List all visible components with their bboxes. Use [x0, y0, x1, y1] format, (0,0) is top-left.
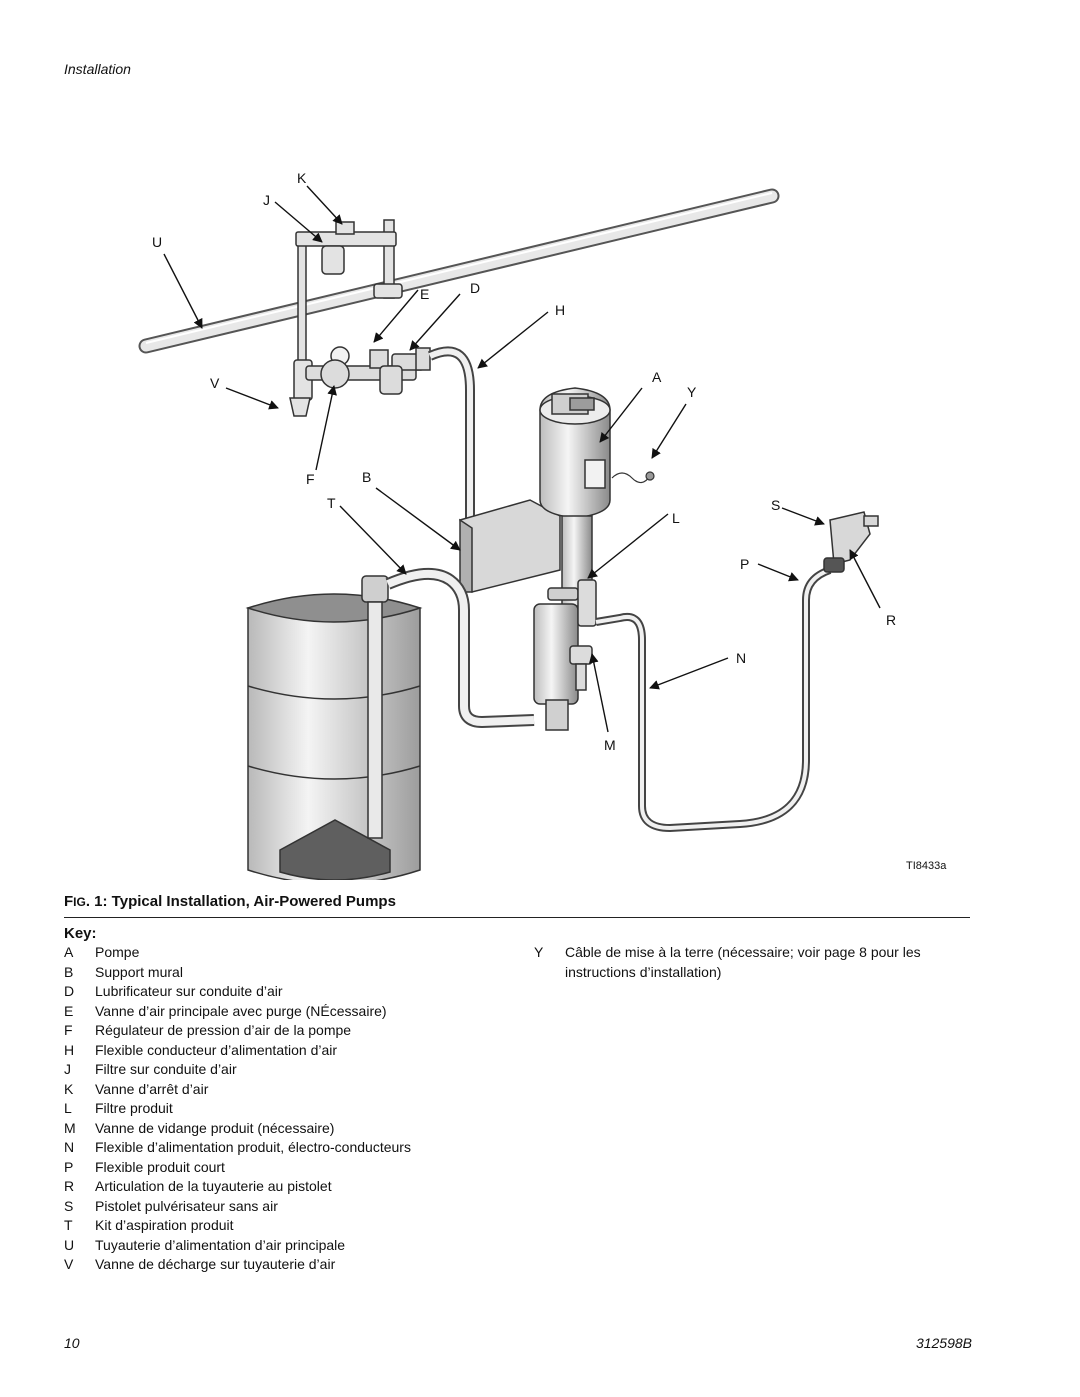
key-letter: S: [64, 1197, 74, 1214]
callout-p: P: [740, 556, 749, 572]
key-item: A Pompe: [64, 943, 504, 963]
key-letter: N: [64, 1139, 75, 1155]
key-letter: E: [64, 1002, 74, 1019]
key-item: B Support mural: [64, 963, 504, 983]
callout-r: R: [886, 612, 896, 628]
key-text: Vanne de décharge sur tuyauterie d’air: [95, 1256, 336, 1272]
regulator-assembly: [305, 346, 431, 395]
key-text: Kit d’aspiration produit: [95, 1217, 234, 1233]
spray-gun: [823, 511, 879, 573]
callout-a: A: [652, 369, 662, 385]
fluid-supply-hose: [595, 566, 832, 833]
key-text: Flexible conducteur d’alimentation d’air: [95, 1041, 338, 1058]
key-item: P Flexible produit court: [64, 1158, 504, 1178]
installation-diagram: K J U E D H V A Y F B T S L P R N M TI84…: [130, 160, 980, 880]
air-hose: [427, 346, 491, 545]
key-text: Vanne de vidange produit (nécessaire): [95, 1119, 335, 1136]
key-item: K Vanne d’arrêt d’air: [64, 1080, 504, 1100]
key-item: L Filtre produit: [64, 1099, 504, 1119]
key-text: Lubrificateur sur conduite d’air: [95, 983, 283, 999]
callout-m: M: [604, 737, 616, 753]
key-letter: A: [64, 944, 74, 960]
ground-cable: [611, 471, 655, 484]
key-item: S Pistolet pulvérisateur sans air: [64, 1197, 504, 1217]
key-letter: J: [64, 1061, 71, 1077]
key-letter: F: [64, 1022, 73, 1038]
callout-d: D: [470, 280, 480, 296]
air-supply-pipe: [138, 188, 780, 354]
key-letter: U: [64, 1236, 75, 1253]
key-item: T Kit d’aspiration produit: [64, 1216, 504, 1236]
key-letter: H: [64, 1041, 75, 1058]
callout-k: K: [297, 170, 307, 186]
key-text: Régulateur de pression d’air de la pompe: [95, 1022, 352, 1038]
key-text: Filtre sur conduite d’air: [95, 1061, 237, 1077]
key-text: Support mural: [95, 963, 183, 980]
key-item: F Régulateur de pression d’air de la pomp…: [64, 1021, 504, 1041]
key-text: Flexible d’alimentation produit, électro…: [95, 1139, 411, 1155]
key-list-right: Y Câble de mise à la terre (nécessaire; v…: [534, 943, 974, 982]
key-title: Key:: [64, 925, 97, 942]
callout-f: F: [306, 471, 315, 487]
callout-y: Y: [687, 384, 697, 400]
callout-u: U: [152, 234, 162, 250]
key-text: Vanne d’air principale avec purge (NÉces…: [95, 1002, 387, 1019]
key-text: Pistolet pulvérisateur sans air: [95, 1197, 278, 1214]
key-list-left: A Pompe B Support mural D Lubrificateur sur…: [64, 943, 504, 1275]
page-number: 10: [64, 1335, 80, 1351]
key-item: Y Câble de mise à la terre (nécessaire; v…: [534, 943, 974, 982]
key-letter: P: [64, 1158, 74, 1175]
callout-v: V: [210, 375, 220, 391]
callout-labels: K J U E D H V A Y F B T S L P R N M TI84…: [152, 170, 947, 872]
caption-divider: [64, 917, 970, 918]
key-letter: D: [64, 983, 75, 999]
callout-s: S: [771, 497, 780, 513]
key-text: Pompe: [95, 944, 140, 960]
key-letter: B: [64, 963, 74, 980]
key-letter: T: [64, 1217, 73, 1233]
key-letter: K: [64, 1080, 74, 1097]
callout-n: N: [736, 650, 746, 666]
callout-h: H: [555, 302, 565, 318]
drum: [245, 575, 423, 880]
key-text: Flexible produit court: [95, 1158, 225, 1175]
key-item: E Vanne d’air principale avec purge (NÉc…: [64, 1002, 504, 1022]
document-number: 312598B: [915, 1335, 972, 1351]
key-letter: R: [64, 1178, 75, 1194]
key-text: Tuyauterie d’alimentation d’air principa…: [95, 1236, 346, 1253]
key-item: V Vanne de décharge sur tuyauterie d’air: [64, 1255, 504, 1275]
callout-b: B: [362, 469, 371, 485]
callout-t: T: [327, 495, 336, 511]
key-item: R Articulation de la tuyauterie au pistol…: [64, 1177, 504, 1197]
caption-f: F: [64, 893, 74, 910]
leader-lines: [163, 185, 881, 733]
key-text: Vanne d’arrêt d’air: [95, 1080, 209, 1097]
key-text: Articulation de la tuyauterie au pistole…: [95, 1178, 332, 1194]
key-letter: M: [64, 1119, 76, 1136]
key-item: H Flexible conducteur d’alimentation d’ai…: [64, 1041, 504, 1061]
key-text: Filtre produit: [95, 1100, 173, 1116]
caption-ig: IG: [73, 895, 86, 909]
key-letter: L: [64, 1100, 72, 1116]
key-item: U Tuyauterie d’alimentation d’air princip…: [64, 1236, 504, 1256]
caption-text: . 1: Typical Installation, Air-Powered P…: [85, 893, 396, 910]
figure-id: TI8433a: [906, 860, 947, 872]
section-header: Installation: [64, 61, 131, 77]
key-item: D Lubrificateur sur conduite d’air: [64, 982, 504, 1002]
wall-bracket: [459, 499, 561, 593]
key-letter: Y: [534, 944, 544, 960]
callout-e: E: [420, 286, 429, 302]
figure-caption: FIG. 1: Typical Installation, Air-Powere…: [64, 893, 396, 910]
key-item: J Filtre sur conduite d’air: [64, 1060, 504, 1080]
key-item: N Flexible d’alimentation produit, électr…: [64, 1138, 504, 1158]
key-letter: V: [64, 1256, 74, 1272]
pump: [533, 387, 611, 731]
callout-l: L: [672, 510, 680, 526]
key-item: M Vanne de vidange produit (nécessaire): [64, 1119, 504, 1139]
callout-j: J: [263, 192, 270, 208]
key-text: Câble de mise à la terre (nécessaire; vo…: [565, 944, 921, 980]
